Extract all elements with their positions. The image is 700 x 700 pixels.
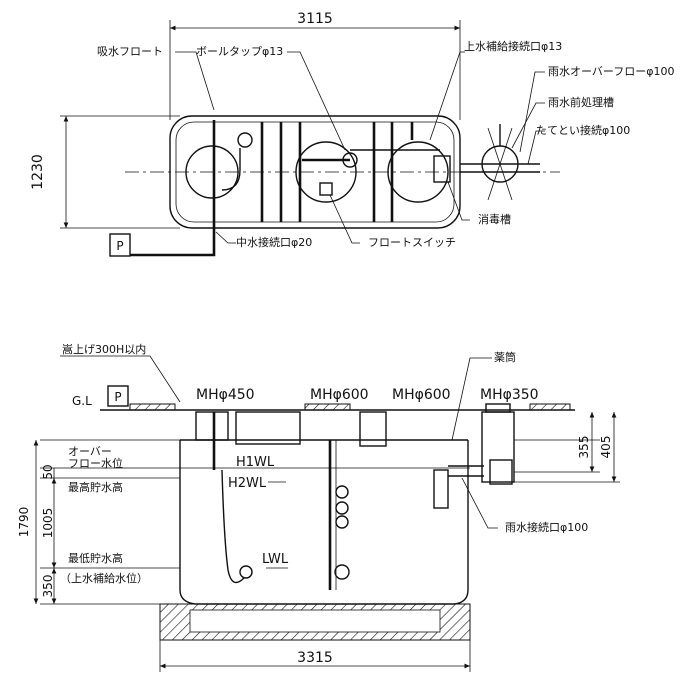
float-3 — [335, 515, 349, 529]
dim-depth-1230: 1230 — [30, 154, 46, 190]
label-min-storage: 最低貯水高 — [68, 551, 123, 565]
leader-rain-inlet — [461, 477, 498, 529]
label-rain-pretreat: 雨水前処理槽 — [548, 95, 614, 109]
disinfect-cartridge-plan — [433, 155, 451, 183]
leader-rain-overflow — [519, 71, 545, 153]
riser-600-2 — [359, 411, 387, 447]
plan-view: 3115 1230 — [30, 11, 674, 257]
leader-medicine — [451, 357, 492, 441]
leader-ball-tap — [287, 51, 346, 151]
dim-355: 355 — [577, 436, 591, 459]
ground-hatch-1 — [129, 403, 176, 411]
label-greywater-inlet: 中水接続口φ20 — [236, 235, 312, 249]
cap-350 — [485, 403, 511, 413]
label-mh-600-1: MHφ600 — [310, 387, 369, 403]
label-rain-overflow: 雨水オーバーフローφ100 — [548, 65, 674, 78]
float-2 — [335, 501, 349, 515]
ground-hatch-2 — [304, 403, 351, 411]
leader-suction-float — [175, 51, 215, 111]
dim-1005: 1005 — [41, 508, 55, 539]
suction-hose-side — [221, 469, 245, 584]
label-max-storage: 最高貯水高 — [68, 480, 123, 494]
dim-50: 50 — [41, 464, 55, 479]
pump-box-plan — [109, 233, 131, 257]
medicine-cylinder — [433, 469, 449, 509]
label-mh-350: MHφ350 — [480, 387, 539, 403]
label-disinfect: 消毒槽 — [478, 212, 511, 226]
tank-body-side — [179, 440, 469, 605]
suction-float-plan — [237, 132, 253, 148]
suction-hose — [221, 148, 241, 191]
manhole-450-plan — [185, 145, 239, 199]
label-overflow-2: フロー水位 — [68, 456, 123, 470]
dim-3315: 3315 — [297, 650, 333, 666]
dim-405: 405 — [599, 436, 613, 459]
label-suction-float: 吸水フロート — [97, 45, 163, 58]
label-rain-inlet: 雨水接続口φ100 — [505, 520, 588, 534]
label-makeup-inlet: 上水補給接続口φ13 — [464, 39, 562, 53]
greywater-pipe — [130, 120, 216, 257]
pump-label-plan: P — [116, 239, 123, 253]
riser-350 — [481, 411, 515, 483]
label-downspout: たてとい接続φ100 — [536, 123, 630, 137]
riser-450 — [195, 411, 229, 441]
leader-raise — [60, 355, 181, 403]
float-1 — [335, 485, 349, 499]
label-mh-600-2: MHφ600 — [392, 387, 451, 403]
label-ball-tap: ボールタップφ13 — [196, 45, 283, 58]
pretreat-cross-2 — [487, 127, 513, 201]
leader-float-switch — [329, 194, 360, 244]
label-mh-450: MHφ450 — [196, 387, 255, 403]
ground-hatch-3 — [529, 403, 571, 411]
label-overflow-1: オーバー — [68, 445, 112, 458]
leader-pretreat — [511, 102, 545, 149]
riser-600-1 — [235, 411, 301, 445]
base-slab-inner — [189, 609, 441, 633]
label-gl: G.L — [72, 394, 92, 408]
label-h1wl: H1WL — [236, 455, 275, 470]
pump-label-side: P — [114, 390, 121, 404]
suction-float-side — [239, 565, 253, 579]
float-switch-plan — [319, 182, 333, 196]
section-view: G.L P 嵩上げ300H以内 MHφ450 MHφ600 MHφ600 MHφ… — [17, 342, 620, 672]
leader-disinfect — [447, 181, 470, 221]
dim-350: 350 — [41, 575, 55, 598]
leader-makeup — [429, 51, 465, 141]
float-4 — [334, 564, 350, 580]
ball-tap-float — [342, 152, 358, 168]
label-makeup-level: （上水補給水位） — [60, 571, 148, 585]
label-raise-note: 嵩上げ300H以内 — [62, 342, 146, 356]
label-h2wl: H2WL — [228, 476, 267, 491]
dim-width-3115: 3115 — [297, 11, 333, 27]
label-lwl: LWL — [262, 552, 289, 567]
label-float-switch: フロートスイッチ — [368, 236, 456, 249]
leader-greywater — [215, 231, 236, 244]
leader-downspout — [527, 130, 545, 165]
manhole-600-plan-1 — [295, 141, 357, 203]
pump-box-side — [107, 385, 129, 407]
manhole-600-plan-2 — [387, 141, 449, 203]
rain-inlet-fitting — [489, 459, 513, 485]
label-medicine: 薬筒 — [494, 350, 516, 364]
dim-1790: 1790 — [17, 507, 31, 538]
